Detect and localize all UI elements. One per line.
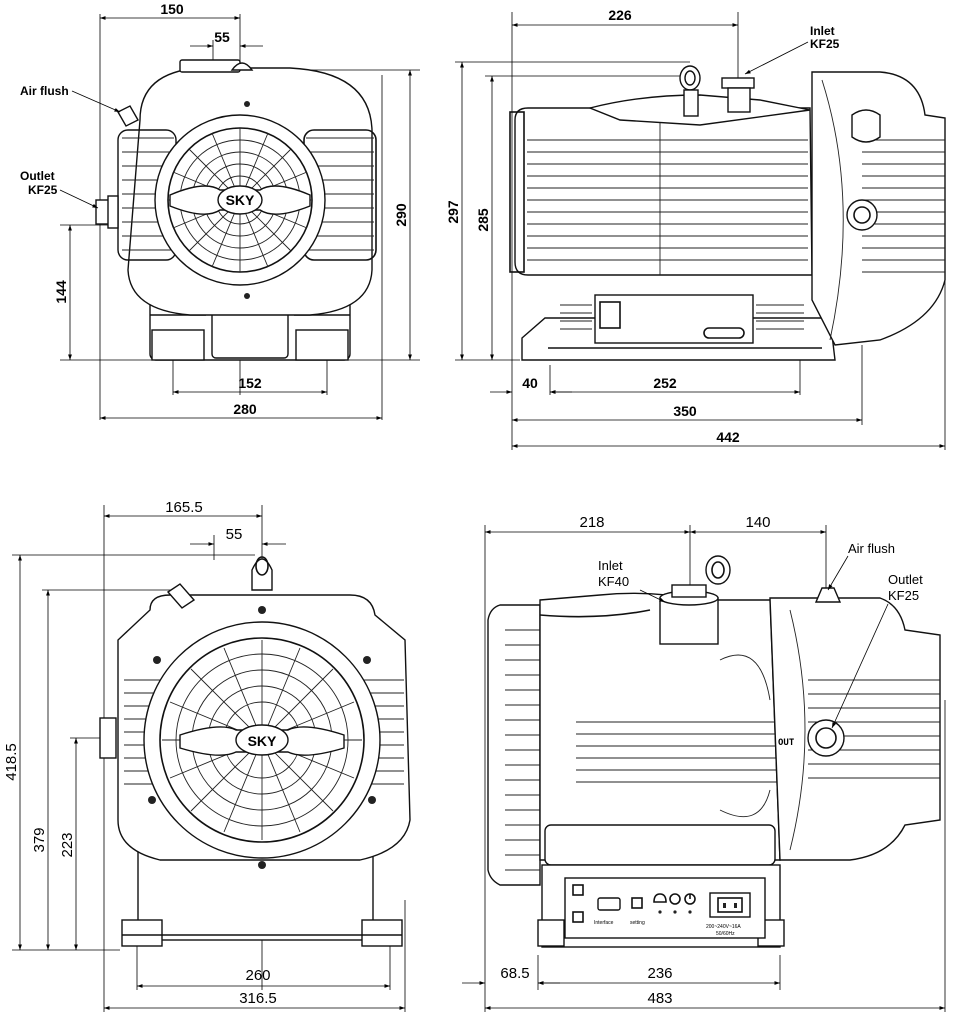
- out-label: OUT: [778, 738, 795, 748]
- dim-150: 150: [160, 1, 184, 17]
- pump-side-small: [509, 65, 946, 361]
- dim-290: 290: [393, 203, 409, 227]
- pump-side-large: OUT Interface setting 200~240V~16A 50/6: [487, 555, 941, 948]
- dim-55: 55: [226, 526, 243, 543]
- front-view-bottom: SKY 165.5 55 418.5 379 223 260 316.5: [3, 499, 411, 1012]
- front-view-top: SKY 150 55 290 144 152 280 Air flush Out…: [20, 1, 420, 420]
- dim-260: 260: [245, 967, 270, 984]
- dim-152: 152: [238, 375, 262, 391]
- dim-226: 226: [608, 7, 632, 23]
- dim-144: 144: [53, 280, 69, 304]
- dim-165-5: 165.5: [165, 499, 203, 516]
- side-view-bottom: OUT Interface setting 200~240V~16A 50/6: [462, 514, 946, 1012]
- dim-68-5: 68.5: [500, 965, 529, 982]
- dim-218: 218: [579, 514, 604, 531]
- label-outlet: Outlet: [888, 572, 923, 587]
- interface-label: Interface: [594, 920, 614, 926]
- label-inlet-kf: KF40: [598, 574, 629, 589]
- label-inlet-kf: KF25: [810, 37, 840, 51]
- logo-text: SKY: [226, 192, 255, 208]
- power-rating-line1: 200~240V~16A: [706, 924, 741, 930]
- power-rating-line2: 50/60Hz: [716, 931, 735, 937]
- label-air-flush: Air flush: [848, 541, 895, 556]
- clock-icon: [669, 893, 681, 905]
- label-outlet-kf: KF25: [28, 183, 58, 197]
- dim-442: 442: [716, 429, 740, 445]
- label-outlet-kf: KF25: [888, 588, 919, 603]
- pump-front-small: SKY: [95, 59, 377, 361]
- label-inlet: Inlet: [598, 558, 623, 573]
- dim-285: 285: [475, 208, 491, 232]
- power-icon: [684, 893, 696, 905]
- dim-280: 280: [233, 401, 257, 417]
- dim-316-5: 316.5: [239, 990, 277, 1007]
- dim-223: 223: [59, 832, 76, 857]
- dim-350: 350: [673, 403, 697, 419]
- dim-483: 483: [647, 990, 672, 1007]
- label-air-flush: Air flush: [20, 84, 69, 98]
- dim-252: 252: [653, 375, 677, 391]
- side-view-top: 226 297 285 40 252 350 442 Inlet KF25: [445, 7, 946, 450]
- label-outlet: Outlet: [20, 169, 55, 183]
- dim-379: 379: [31, 827, 48, 852]
- power-socket-icon: [717, 897, 743, 913]
- setting-label: setting: [630, 920, 645, 926]
- dim-140: 140: [745, 514, 770, 531]
- pump-front-large: SKY: [99, 556, 411, 947]
- label-inlet: Inlet: [810, 24, 835, 38]
- dim-40: 40: [522, 375, 538, 391]
- dim-55: 55: [214, 29, 230, 45]
- logo-text: SKY: [248, 733, 277, 749]
- dim-236: 236: [647, 965, 672, 982]
- dim-297: 297: [445, 200, 461, 224]
- dim-418-5: 418.5: [3, 743, 20, 781]
- bell-icon: [653, 893, 667, 903]
